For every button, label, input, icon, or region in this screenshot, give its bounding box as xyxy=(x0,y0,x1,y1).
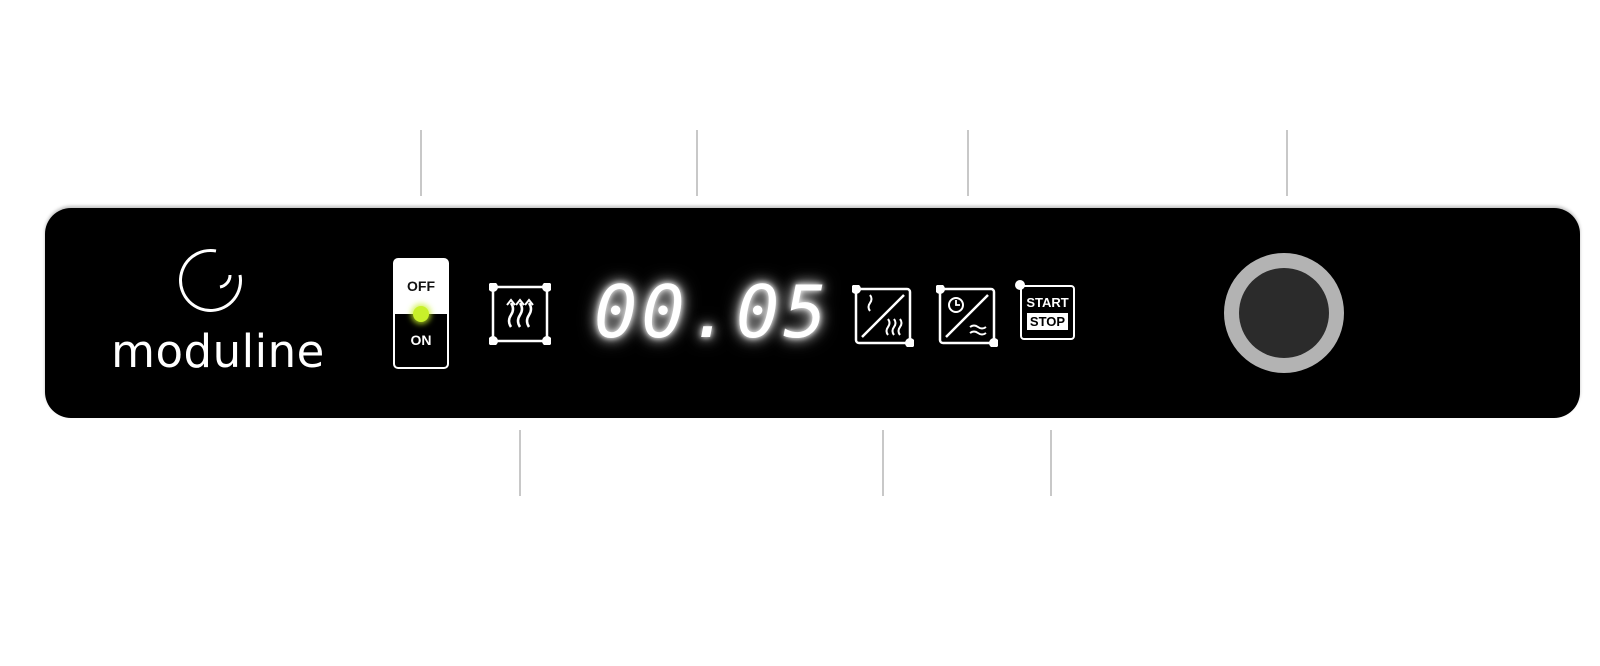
stop-label: STOP xyxy=(1027,313,1068,330)
brand-name: moduline xyxy=(111,325,325,378)
callout-line-heat xyxy=(519,430,521,496)
indicator-dot-icon xyxy=(1015,280,1025,290)
logo-circle-icon xyxy=(179,249,242,312)
power-led-icon xyxy=(413,306,429,322)
steam-heat-icon xyxy=(851,284,915,348)
brand-logo: moduline xyxy=(108,245,328,378)
digital-display: 00.05 xyxy=(594,270,831,354)
callout-line-display xyxy=(696,130,698,196)
timer-mode-button[interactable] xyxy=(935,284,999,348)
switch-on-half xyxy=(395,314,447,367)
power-switch[interactable]: OFF ON xyxy=(393,258,449,369)
steam-mode-button[interactable] xyxy=(851,284,915,348)
heat-button[interactable] xyxy=(488,282,552,346)
callout-line-knob xyxy=(1286,130,1288,196)
callout-line-mode xyxy=(967,130,969,196)
switch-off-label: OFF xyxy=(407,278,435,294)
heat-waves-icon xyxy=(488,282,552,346)
start-label: START xyxy=(1026,295,1069,310)
knob-center xyxy=(1239,268,1329,358)
timer-water-icon xyxy=(935,284,999,348)
start-stop-button[interactable]: START STOP xyxy=(1015,280,1075,340)
callout-line-steam xyxy=(882,430,884,496)
control-knob[interactable] xyxy=(1224,253,1344,373)
callout-line-power xyxy=(420,130,422,196)
callout-line-startstop xyxy=(1050,430,1052,496)
switch-on-label: ON xyxy=(410,332,432,348)
